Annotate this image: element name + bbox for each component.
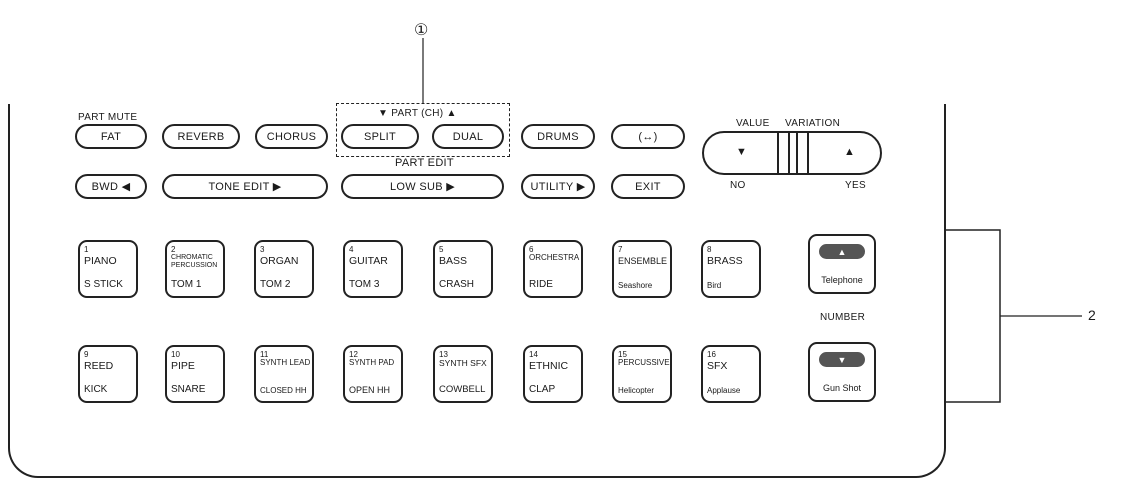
fat-button[interactable]: FAT bbox=[75, 124, 147, 149]
tone-edit-button[interactable]: TONE EDIT ▶ bbox=[162, 174, 328, 199]
pad-13[interactable]: 13 SYNTH SFX COWBELL bbox=[433, 345, 493, 403]
callout-1-label: ① bbox=[414, 22, 429, 39]
yes-label: YES bbox=[845, 180, 866, 191]
pad-10[interactable]: 10 PIPE SNARE bbox=[165, 345, 225, 403]
drums-button[interactable]: DRUMS bbox=[521, 124, 595, 149]
value-down-icon[interactable]: ▼ bbox=[736, 146, 747, 158]
pad-5[interactable]: 5 BASS CRASH bbox=[433, 240, 493, 298]
pad-12[interactable]: 12 SYNTH PAD OPEN HH bbox=[343, 345, 403, 403]
pad-3[interactable]: 3 ORGAN TOM 2 bbox=[254, 240, 314, 298]
pad-15[interactable]: 15 PERCUSSIVE Helicopter bbox=[612, 345, 672, 403]
chorus-button[interactable]: CHORUS bbox=[255, 124, 328, 149]
number-up-caption: Telephone bbox=[821, 275, 863, 285]
dual-button[interactable]: DUAL bbox=[432, 124, 504, 149]
link-button[interactable]: (↔) bbox=[611, 124, 685, 149]
part-ch-label: ▼ PART (CH) ▲ bbox=[378, 108, 457, 119]
part-edit-label: PART EDIT bbox=[395, 157, 454, 169]
reverb-button[interactable]: REVERB bbox=[162, 124, 240, 149]
number-label: NUMBER bbox=[820, 312, 866, 323]
pad-16[interactable]: 16 SFX Applause bbox=[701, 345, 761, 403]
split-button[interactable]: SPLIT bbox=[341, 124, 419, 149]
pad-14[interactable]: 14 ETHNIC CLAP bbox=[523, 345, 583, 403]
number-up-button[interactable]: ▲ Telephone bbox=[808, 234, 876, 294]
no-label: NO bbox=[730, 180, 746, 191]
number-down-button[interactable]: ▼ Gun Shot bbox=[808, 342, 876, 402]
value-variation-rocker[interactable]: ▼ ▲ bbox=[702, 131, 882, 175]
part-mute-label: PART MUTE bbox=[78, 112, 138, 123]
low-sub-button[interactable]: LOW SUB ▶ bbox=[341, 174, 504, 199]
variation-label: VARIATION bbox=[785, 118, 841, 129]
pad-11[interactable]: 11 SYNTH LEAD CLOSED HH bbox=[254, 345, 314, 403]
part-ch-group bbox=[336, 103, 510, 157]
value-up-icon[interactable]: ▲ bbox=[844, 146, 855, 158]
number-down-icon: ▼ bbox=[819, 352, 865, 367]
callout-2-label: 2 bbox=[1088, 307, 1097, 323]
pad-6[interactable]: 6 ORCHESTRA RIDE bbox=[523, 240, 583, 298]
number-down-caption: Gun Shot bbox=[822, 383, 862, 393]
keyboard-panel bbox=[8, 104, 946, 478]
pad-8[interactable]: 8 BRASS Bird bbox=[701, 240, 761, 298]
pad-4[interactable]: 4 GUITAR TOM 3 bbox=[343, 240, 403, 298]
pad-9[interactable]: 9 REED KICK bbox=[78, 345, 138, 403]
pad-7[interactable]: 7 ENSEMBLE Seashore bbox=[612, 240, 672, 298]
pad-2[interactable]: 2 CHROMATIC PERCUSSION TOM 1 bbox=[165, 240, 225, 298]
pad-1[interactable]: 1 PIANO S STICK bbox=[78, 240, 138, 298]
exit-button[interactable]: EXIT bbox=[611, 174, 685, 199]
number-up-icon: ▲ bbox=[819, 244, 865, 259]
bwd-button[interactable]: BWD ◀ bbox=[75, 174, 147, 199]
utility-button[interactable]: UTILITY ▶ bbox=[521, 174, 595, 199]
value-label: VALUE bbox=[736, 118, 770, 129]
